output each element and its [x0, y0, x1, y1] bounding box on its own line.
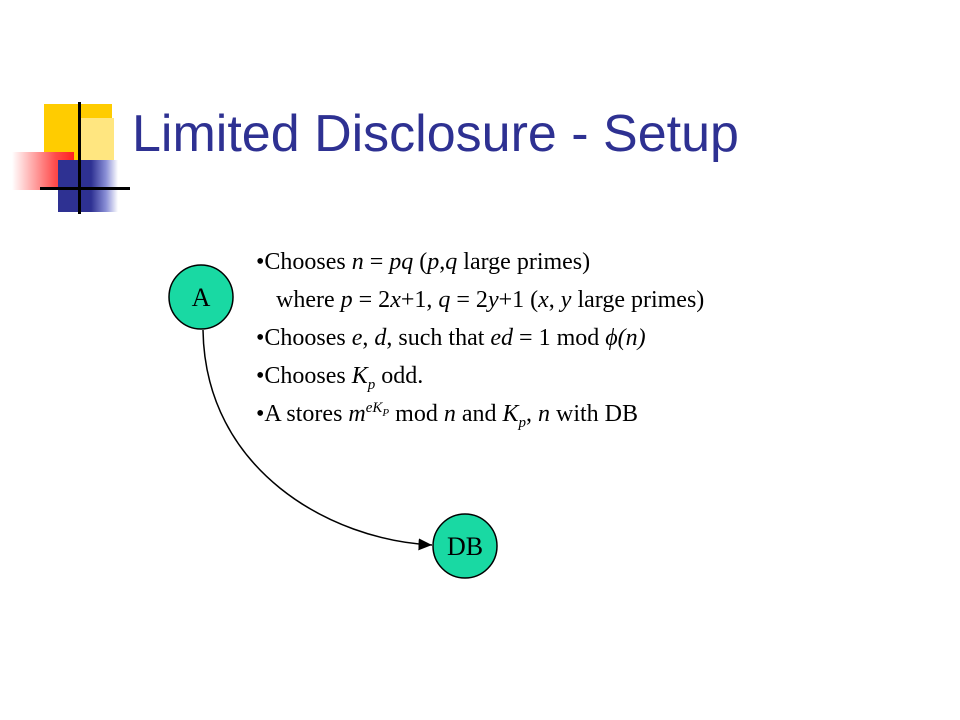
bullet-a-stores: •A stores meKP mod n and Kp, n with DB	[256, 400, 639, 431]
node-db-label: DB	[447, 532, 483, 561]
bullet-choose-kp: •Chooses Kp odd.	[256, 363, 424, 393]
setup-bullet-list: •Chooses n = pq (p,q large primes) where…	[256, 243, 704, 433]
node-a-label: A	[192, 283, 211, 312]
decor-horizontal-line	[40, 187, 130, 190]
bullet-marker: •	[256, 363, 265, 389]
bullet-choose-e-d: •Chooses e, d, such that ed = 1 mod ϕ(n)	[256, 325, 646, 351]
bullet-marker: •	[256, 325, 265, 351]
slide-title: Limited Disclosure - Setup	[132, 105, 739, 163]
bullet-choose-n: •Chooses n = pq (p,q large primes)	[256, 249, 591, 275]
flow-arrow	[202, 329, 433, 551]
node-db-circle	[432, 513, 498, 579]
bullet-where-primes: where p = 2x+1, q = 2y+1 (x, y large pri…	[276, 287, 705, 313]
bullet-marker: •	[256, 401, 265, 427]
decor-yellow-square-light	[80, 118, 114, 164]
decor-blue-square	[58, 160, 118, 212]
bullet-marker: •	[256, 249, 265, 275]
node-a-circle	[168, 264, 234, 330]
decor-vertical-line	[78, 102, 81, 214]
